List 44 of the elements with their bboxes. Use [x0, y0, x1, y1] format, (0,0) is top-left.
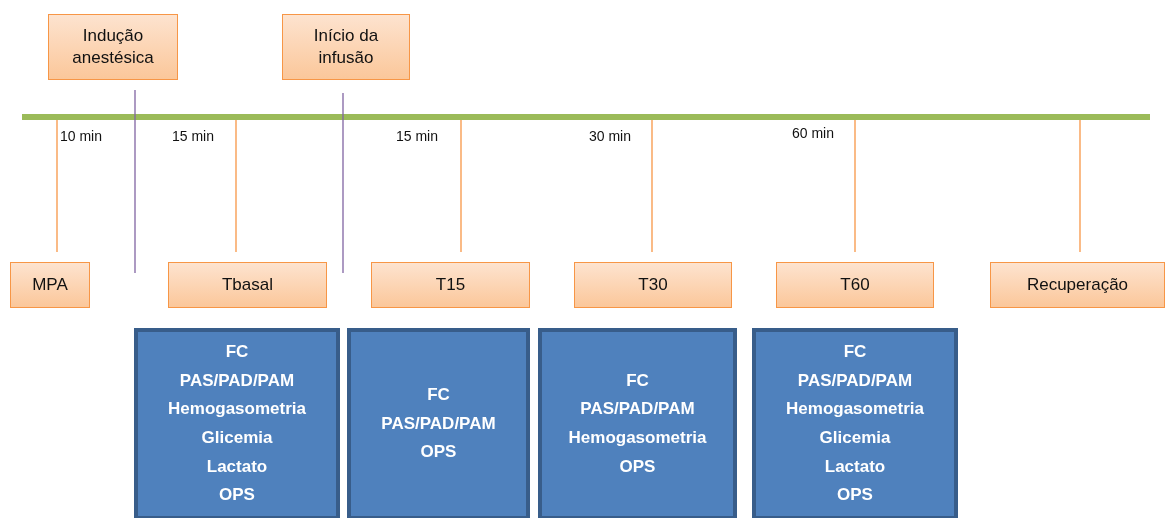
measurement-box [538, 328, 737, 518]
duration-label: 30 min [589, 128, 632, 144]
timepoint-box [776, 262, 934, 308]
box-text: OPS [219, 484, 255, 507]
duration-label: 10 min [60, 128, 103, 144]
measurement-box [752, 328, 958, 518]
box-text: FC [427, 384, 450, 407]
timepoint-box [990, 262, 1165, 308]
timepoint-box [10, 262, 90, 308]
measurement-box [347, 328, 530, 518]
box-text: Recuperação [1026, 273, 1129, 296]
box-text: Lactato [824, 455, 886, 478]
duration-label: 15 min [172, 128, 215, 144]
box-text: OPS [837, 484, 873, 507]
box-text: OPS [619, 455, 656, 478]
box-text: Glicemia [201, 427, 273, 449]
duration-label: 60 min [792, 125, 835, 141]
box-text: T60 [840, 273, 870, 296]
box-text: Glicemia [819, 427, 891, 449]
box-text: FC [225, 341, 249, 364]
box-text: OPS [420, 441, 457, 464]
box-text: FC [843, 341, 867, 364]
box-text: Hemogasometria [786, 398, 924, 421]
box-text: Hemogasometria [568, 427, 707, 449]
box-text: PAS/PAD/PAM [179, 369, 295, 392]
box-text: Início da infusão [312, 24, 380, 69]
event-box [282, 14, 410, 80]
timepoint-box [168, 262, 327, 308]
box-text: Lactato [206, 455, 268, 478]
box-text: PAS/PAD/PAM [381, 412, 496, 435]
measurement-box [134, 328, 340, 518]
box-text: PAS/PAD/PAM [580, 398, 695, 421]
box-text: T15 [435, 273, 466, 296]
box-text: PAS/PAD/PAM [797, 369, 913, 392]
box-text: FC [626, 369, 649, 392]
event-box [48, 14, 178, 80]
timepoint-box [574, 262, 732, 308]
timepoint-box [371, 262, 530, 308]
box-text: T30 [638, 273, 668, 296]
duration-label: 15 min [396, 128, 439, 144]
box-text: Tbasal [222, 273, 273, 296]
box-text: Indução anestésica [71, 24, 155, 69]
box-text: MPA [32, 273, 68, 296]
box-text: Hemogasometria [168, 398, 306, 421]
